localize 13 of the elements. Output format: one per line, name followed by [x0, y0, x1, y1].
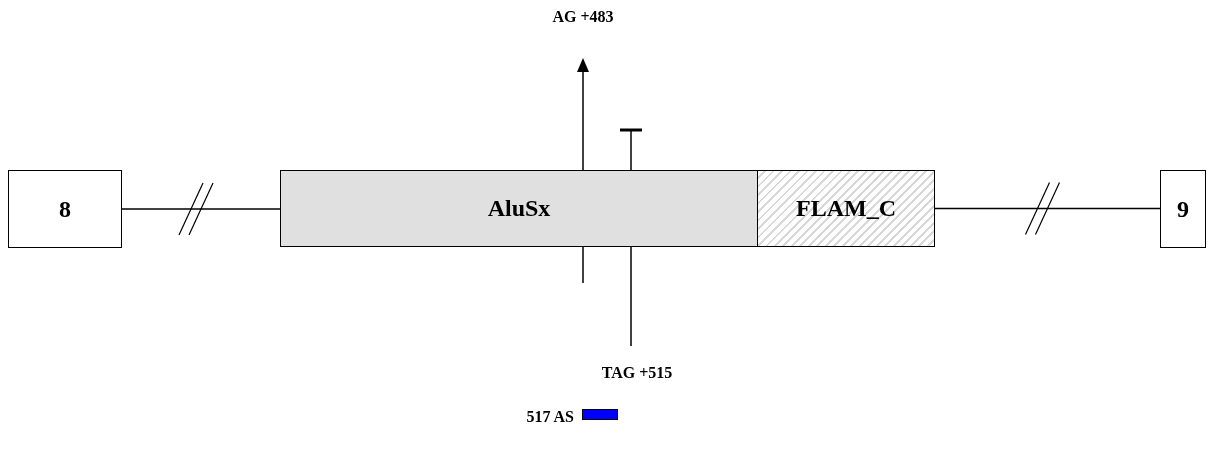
element-label: 8 — [59, 195, 71, 223]
legend-label: 517 AS — [525, 407, 574, 427]
site-label: AG +483 — [551, 7, 615, 27]
element-label: 9 — [1177, 195, 1189, 223]
exon-box — [8, 170, 122, 248]
repeat-element-box — [757, 170, 935, 247]
element-label: FLAM_C — [796, 195, 896, 222]
connector-line — [934, 207, 1161, 210]
exon-box — [1160, 170, 1206, 248]
element-label: AluSx — [487, 195, 551, 222]
connector-line — [121, 208, 281, 210]
site-label: TAG +515 — [600, 363, 674, 383]
repeat-element-box — [280, 170, 758, 247]
